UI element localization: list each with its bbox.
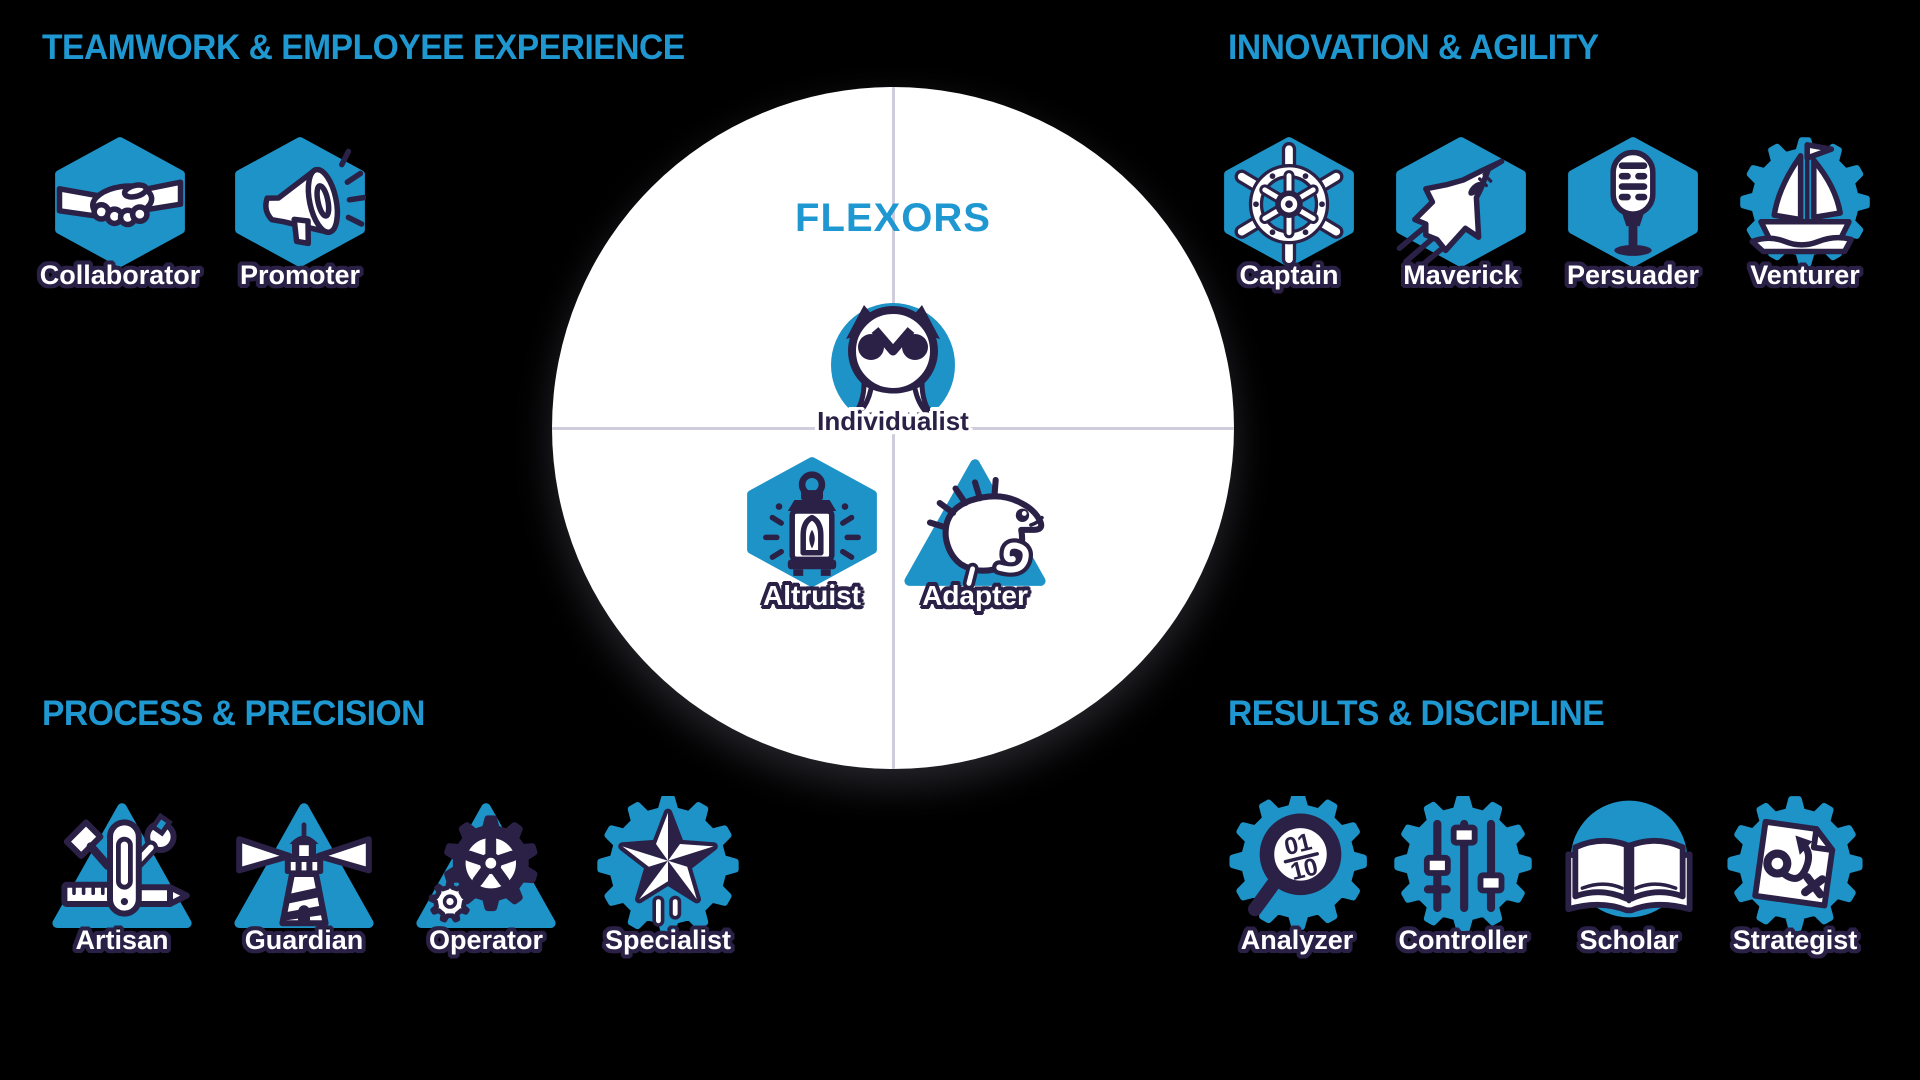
archetype-label-maverick: Maverick bbox=[1403, 260, 1519, 290]
quadrant-top-right-icons: Captain Maverick bbox=[1203, 136, 1891, 291]
archetype-strategist: Strategist bbox=[1712, 796, 1878, 956]
gears-icon bbox=[416, 803, 556, 928]
archetype-label-collaborator: Collaborator bbox=[39, 260, 201, 290]
sliders-icon bbox=[1394, 796, 1532, 933]
archetype-captain: Captain bbox=[1203, 136, 1375, 291]
archetype-label-adapter: Adapter bbox=[922, 580, 1028, 611]
crosshair-horizontal-line bbox=[552, 427, 1234, 430]
tactics-sheet-icon bbox=[1727, 796, 1863, 932]
archetype-label-artisan: Artisan bbox=[75, 925, 169, 955]
archetype-label-altruist: Altruist bbox=[763, 580, 861, 611]
center-title: FLEXORS bbox=[795, 196, 991, 240]
quadrant-title-innovation: INNOVATION & AGILITY bbox=[1228, 28, 1599, 67]
archetype-label-controller: Controller bbox=[1398, 925, 1528, 955]
archetype-label-venturer: Venturer bbox=[1750, 260, 1860, 290]
microphone-icon bbox=[1568, 137, 1698, 267]
archetype-specialist: Specialist bbox=[577, 796, 759, 956]
archetype-controller: Controller bbox=[1380, 796, 1546, 956]
archetype-label-promoter: Promoter bbox=[239, 260, 361, 290]
archetype-maverick: Maverick bbox=[1375, 136, 1547, 291]
fighter-jet-icon bbox=[1396, 137, 1526, 268]
archetype-label-guardian: Guardian bbox=[244, 925, 364, 955]
archetype-promoter: Promoter bbox=[210, 136, 390, 291]
archetype-label-persuader: Persuader bbox=[1566, 260, 1700, 290]
archetype-label-captain: Captain bbox=[1239, 260, 1339, 290]
archetype-persuader: Persuader bbox=[1547, 136, 1719, 291]
archetype-label-individualist: Individualist bbox=[817, 406, 969, 436]
open-book-icon bbox=[1565, 800, 1693, 918]
flexors-circle bbox=[552, 87, 1234, 769]
lighthouse-icon bbox=[234, 803, 374, 928]
star-icon bbox=[597, 796, 739, 937]
archetype-operator: Operator bbox=[395, 796, 577, 956]
quadrant-title-results: RESULTS & DISCIPLINE bbox=[1228, 694, 1605, 733]
tools-icon bbox=[52, 803, 192, 928]
quadrant-top-left-icons: Collaborator Promoter bbox=[30, 136, 390, 291]
megaphone-icon bbox=[235, 137, 366, 267]
quadrant-title-process: PROCESS & PRECISION bbox=[42, 694, 425, 733]
archetype-guardian: Guardian bbox=[213, 796, 395, 956]
chameleon-icon bbox=[904, 459, 1046, 590]
archetype-label-operator: Operator bbox=[428, 925, 544, 955]
handshake-icon bbox=[55, 137, 185, 267]
ship-wheel-icon bbox=[1224, 137, 1354, 267]
archetype-label-strategist: Strategist bbox=[1732, 925, 1858, 955]
quadrant-title-teamwork: TEAMWORK & EMPLOYEE EXPERIENCE bbox=[42, 28, 685, 67]
archetype-collaborator: Collaborator bbox=[30, 136, 210, 291]
lantern-icon bbox=[747, 457, 877, 587]
quadrant-bottom-right-icons: 01 10 Analyzer Controller bbox=[1214, 796, 1878, 956]
owl-icon bbox=[831, 303, 955, 427]
archetype-artisan: Artisan bbox=[31, 796, 213, 956]
archetype-label-scholar: Scholar bbox=[1579, 925, 1679, 955]
archetype-analyzer: 01 10 Analyzer bbox=[1214, 796, 1380, 956]
archetype-venturer: Venturer bbox=[1719, 136, 1891, 291]
sailing-ship-icon bbox=[1740, 137, 1870, 267]
archetype-scholar: Scholar bbox=[1546, 796, 1712, 956]
quadrant-bottom-left-icons: Artisan Guardian bbox=[31, 796, 759, 956]
archetype-label-analyzer: Analyzer bbox=[1240, 925, 1354, 955]
archetype-label-specialist: Specialist bbox=[604, 925, 732, 955]
svg-text:10: 10 bbox=[1288, 853, 1321, 886]
magnifier-binary-icon: 01 10 bbox=[1229, 796, 1367, 931]
